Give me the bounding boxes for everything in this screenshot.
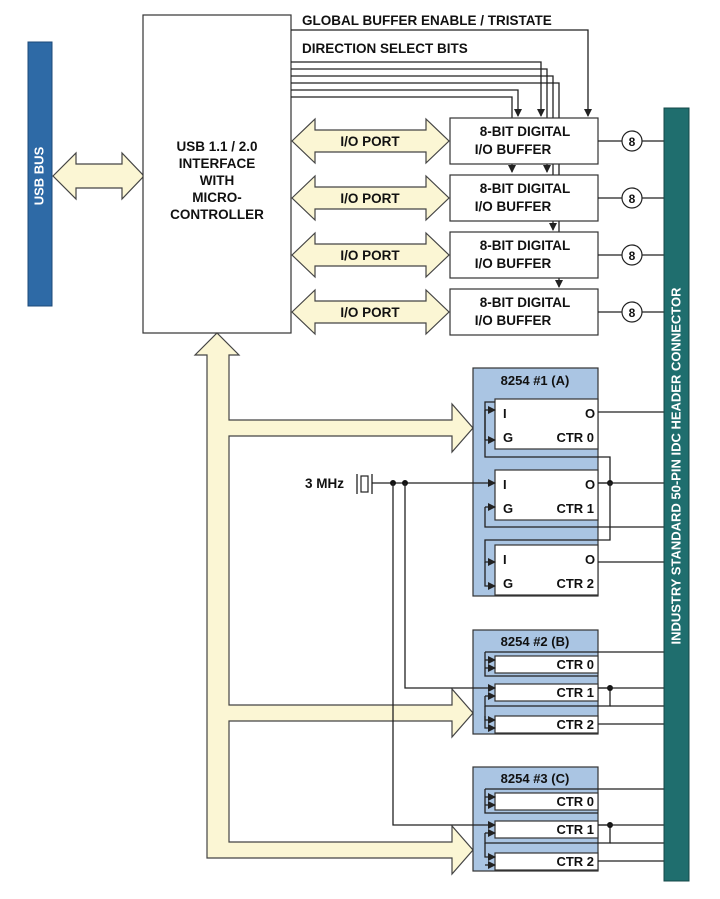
io-port-arrow [291, 117, 450, 165]
chip-a-ctr2-in: I [503, 552, 507, 567]
bus-width-label: 8 [629, 192, 636, 206]
chip-a-ctr1-label: CTR 1 [556, 501, 594, 516]
bus-width-badge [621, 187, 643, 209]
chip-a-ctr2-box [494, 544, 599, 596]
idc-connector-bar [663, 107, 690, 882]
internal-bus-arrow [193, 332, 474, 876]
io-buffer-line1: 8-BIT DIGITAL [480, 124, 571, 139]
chip-a-ctr1-gate: G [503, 501, 513, 516]
chip-a-ctr2-label: CTR 2 [556, 576, 594, 591]
io-row-2: I/O PORT 8-BIT DIGITAL I/O BUFFER 8 [291, 174, 664, 222]
chip-a-ctr1-out: O [585, 477, 595, 492]
chip-c-ctr0-label: CTR 0 [556, 794, 594, 809]
bus-width-label: 8 [629, 135, 636, 149]
mcu-line-3: WITH [200, 173, 235, 188]
io-buffer-box [449, 288, 599, 336]
usb-bus-bar [27, 41, 53, 307]
chip-b-ctr2-label: CTR 2 [556, 717, 594, 732]
io-port-label: I/O PORT [340, 134, 400, 149]
chip-c-ctr1-label: CTR 1 [556, 822, 594, 837]
usb-bus-arrow [52, 151, 145, 201]
mcu-line-4: MICRO- [192, 190, 242, 205]
chip-b-ctr1-label: CTR 1 [556, 685, 594, 700]
chip-8254-c: 8254 #3 (C) CTR 0 CTR 1 CTR 2 [472, 766, 599, 872]
global-buffer-label: GLOBAL BUFFER ENABLE / TRISTATE [302, 13, 552, 28]
io-port-arrow [291, 288, 450, 336]
chip-c-title: 8254 #3 (C) [501, 771, 570, 786]
chip-a-ctr2-gate: G [503, 576, 513, 591]
chip-b-title: 8254 #2 (B) [501, 634, 570, 649]
chip-b-ctr0-label: CTR 0 [556, 657, 594, 672]
connector-label: INDUSTRY STANDARD 50-PIN IDC HEADER CONN… [668, 287, 683, 645]
chip-a-ctr0-label: CTR 0 [556, 430, 594, 445]
io-port-label: I/O PORT [340, 248, 400, 263]
io-buffer-line2: I/O BUFFER [475, 313, 552, 328]
bus-width-badge [621, 244, 643, 266]
io-port-arrow [291, 174, 450, 222]
io-row-4: I/O PORT 8-BIT DIGITAL I/O BUFFER 8 [291, 288, 664, 336]
usb-bus-label: USB BUS [31, 146, 46, 205]
chip-a-title: 8254 #1 (A) [501, 373, 570, 388]
chip-c-ctr2-label: CTR 2 [556, 854, 594, 869]
io-port-arrow [291, 231, 450, 279]
io-buffer-line1: 8-BIT DIGITAL [480, 181, 571, 196]
io-row-1: I/O PORT 8-BIT DIGITAL I/O BUFFER 8 [291, 117, 664, 165]
chip-a-ctr0-out: O [585, 406, 595, 421]
chip-a-ctr2-out: O [585, 552, 595, 567]
mcu-line-1: USB 1.1 / 2.0 [176, 139, 257, 154]
microcontroller-box [142, 14, 292, 334]
io-buffer-line2: I/O BUFFER [475, 199, 552, 214]
chip-a-ctr1-in: I [503, 477, 507, 492]
direction-label: DIRECTION SELECT BITS [302, 41, 468, 56]
mcu-line-5: CONTROLLER [170, 207, 264, 222]
chip-a-ctr0-box [494, 398, 599, 450]
io-buffer-line1: 8-BIT DIGITAL [480, 295, 571, 310]
chip-a-ctr0-in: I [503, 406, 507, 421]
bus-width-label: 8 [629, 306, 636, 320]
io-buffer-line1: 8-BIT DIGITAL [480, 238, 571, 253]
bus-width-badge [621, 301, 643, 323]
chip-a-ctr1-box [494, 469, 599, 521]
crystal-icon [356, 474, 373, 494]
io-port-label: I/O PORT [340, 305, 400, 320]
mcu-line-2: INTERFACE [179, 156, 256, 171]
chip-8254-b: 8254 #2 (B) CTR 0 CTR 1 CTR 2 [472, 629, 599, 735]
io-port-label: I/O PORT [340, 191, 400, 206]
counter-wiring [372, 401, 664, 869]
bus-width-badge [621, 130, 643, 152]
io-buffer-line2: I/O BUFFER [475, 142, 552, 157]
io-buffer-line2: I/O BUFFER [475, 256, 552, 271]
clock-label: 3 MHz [305, 476, 344, 491]
io-row-3: I/O PORT 8-BIT DIGITAL I/O BUFFER 8 [291, 231, 664, 279]
bus-width-label: 8 [629, 249, 636, 263]
chip-a-ctr0-gate: G [503, 430, 513, 445]
